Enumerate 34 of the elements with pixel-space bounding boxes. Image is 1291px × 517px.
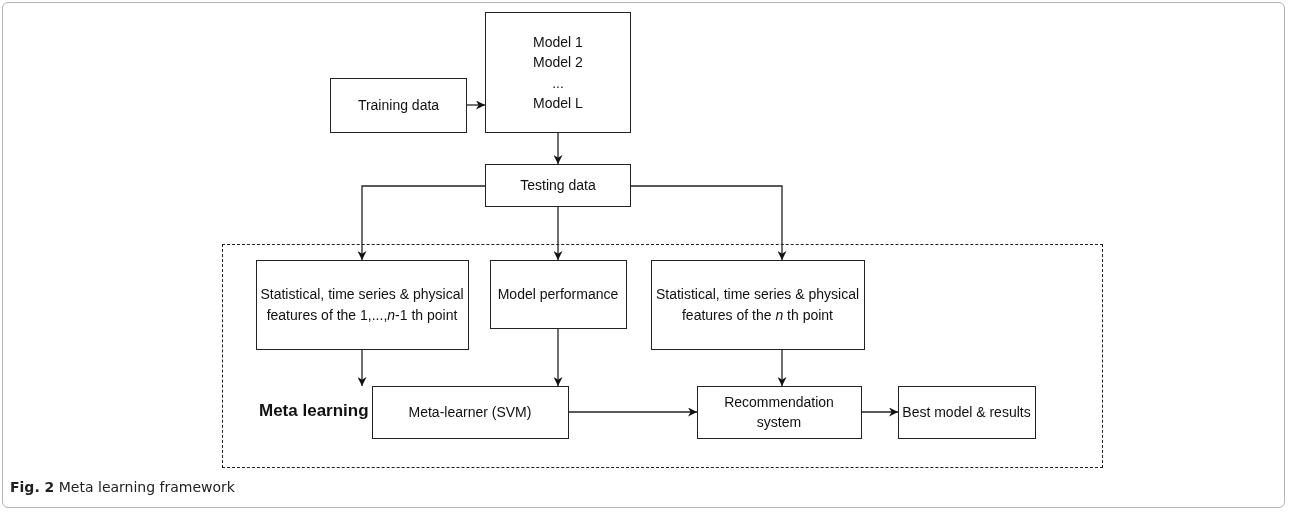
process-box	[485, 164, 631, 207]
arrow	[568, 407, 698, 417]
box-text: Statistical, time series & physical features of the n th point	[654, 285, 861, 325]
process-box	[897, 385, 1036, 439]
box-text: Model L	[533, 93, 583, 113]
process-box	[330, 78, 467, 133]
arrow	[861, 407, 899, 417]
dashed-group-box	[222, 244, 1103, 468]
arrow	[553, 206, 563, 261]
box-text: Model performance	[497, 284, 619, 304]
process-box	[489, 259, 627, 329]
box-text: Statistical, time series & physical features of the 1,...,n-1 th point	[259, 285, 465, 325]
box-text: ...	[552, 73, 564, 93]
process-box	[696, 385, 862, 439]
box-text: Recommendation system	[723, 392, 835, 432]
arrow	[553, 328, 563, 387]
process-box	[255, 259, 469, 350]
box-text: Model 2	[533, 53, 583, 73]
process-box	[650, 259, 865, 350]
box-text: Training data	[357, 96, 440, 116]
box-text: Testing data	[520, 176, 596, 196]
arrow	[357, 349, 367, 387]
arrow	[357, 185, 486, 261]
arrow	[777, 349, 787, 387]
box-text: Best model & results	[902, 402, 1031, 422]
process-box	[485, 12, 631, 133]
arrow	[466, 100, 486, 110]
arrow	[553, 132, 563, 165]
group-label: Meta learning	[259, 401, 369, 421]
process-box	[371, 385, 569, 439]
box-text: Model 1	[533, 32, 583, 52]
figure-caption: Fig. 2 Meta learning framework	[10, 479, 235, 495]
arrow	[630, 185, 787, 261]
box-text: Meta-learner (SVM)	[408, 402, 532, 422]
